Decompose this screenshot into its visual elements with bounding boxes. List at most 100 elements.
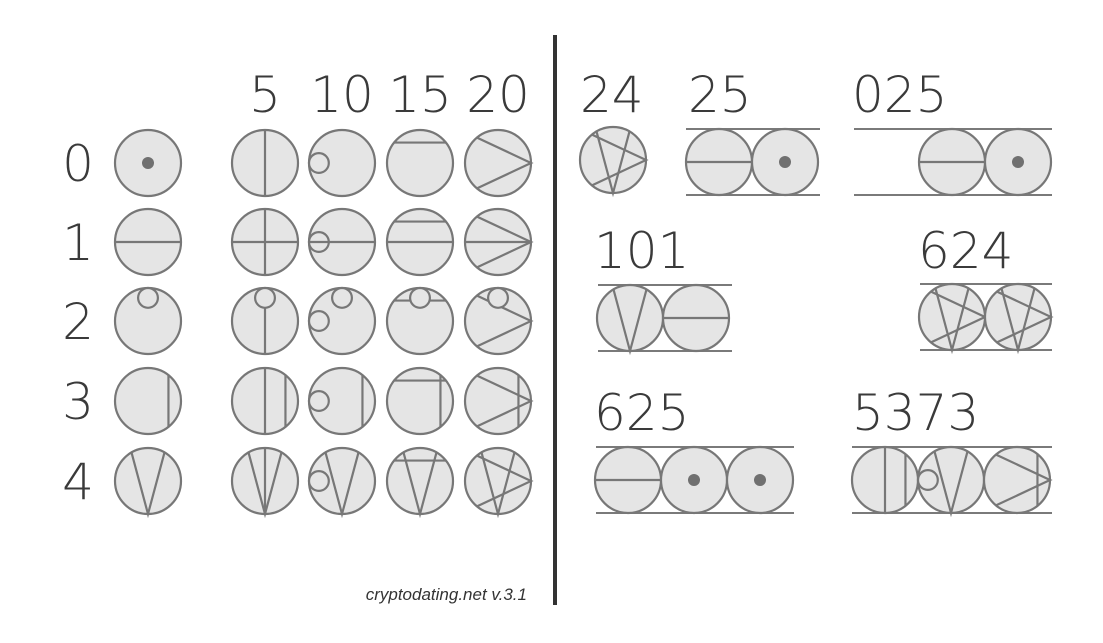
example-label: 101	[594, 222, 689, 280]
glyph-circle	[385, 366, 455, 436]
column-label: 15	[388, 66, 452, 124]
glyph	[983, 282, 1054, 355]
example-101: 101	[594, 222, 732, 356]
glyph	[385, 128, 455, 198]
glyph	[385, 286, 455, 356]
column-label: 5	[249, 66, 281, 124]
glyph-circle	[385, 446, 455, 516]
row-label: 0	[62, 135, 94, 193]
v-shape-mark	[612, 289, 648, 356]
glyph	[982, 445, 1053, 515]
glyph-circle	[463, 128, 533, 198]
example-label: 24	[580, 66, 644, 124]
example-25: 25	[684, 66, 820, 197]
v-shape-mark	[130, 452, 166, 519]
key-glyph-grid	[113, 128, 534, 519]
dot-mark	[1012, 156, 1024, 168]
glyph	[113, 286, 183, 356]
arrow-mark	[476, 454, 534, 508]
v-shape-mark	[247, 452, 283, 519]
glyph	[307, 366, 377, 436]
glyph	[113, 207, 183, 277]
glyph	[307, 446, 377, 519]
left-ring-mark	[916, 469, 939, 492]
v-shape-mark	[480, 452, 516, 519]
left-ring-mark	[307, 390, 330, 413]
dot-mark	[688, 474, 700, 486]
glyph	[463, 366, 534, 436]
glyph	[307, 286, 377, 356]
left-ring-mark	[307, 310, 330, 333]
glyph	[917, 127, 987, 197]
example-label: 625	[594, 384, 689, 442]
glyph	[113, 128, 183, 198]
column-label: 20	[466, 66, 530, 124]
glyph	[983, 127, 1053, 197]
glyph	[917, 282, 988, 355]
glyph	[230, 128, 300, 198]
glyph	[230, 446, 300, 519]
glyph-circle	[113, 446, 183, 516]
dot-mark	[779, 156, 791, 168]
glyph	[595, 283, 665, 356]
glyph	[230, 207, 300, 277]
top-ring-mark	[331, 286, 354, 309]
v-shape-mark	[595, 131, 631, 198]
v-shape-mark	[1000, 288, 1036, 355]
v-shape-mark	[324, 452, 360, 519]
glyph	[463, 207, 534, 277]
glyph-circle	[595, 283, 665, 353]
glyph	[661, 283, 731, 353]
top-ring-mark	[137, 286, 160, 309]
v-shape-mark	[934, 288, 970, 355]
dot-mark	[142, 157, 154, 169]
glyph	[850, 445, 920, 515]
arrow-mark	[476, 136, 534, 190]
arrow-mark	[476, 374, 534, 428]
glyph	[463, 286, 534, 356]
example-label: 025	[852, 66, 947, 124]
glyph	[385, 446, 455, 519]
glyph	[463, 128, 534, 198]
example-label: 25	[688, 66, 752, 124]
dot-mark	[754, 474, 766, 486]
glyph	[593, 445, 663, 515]
glyph	[113, 366, 183, 436]
example-label: 5373	[852, 384, 979, 442]
glyph	[750, 127, 820, 197]
v-shape-mark	[933, 451, 969, 518]
glyph-circle	[982, 445, 1052, 515]
glyph	[684, 127, 754, 197]
example-5373: 5373	[850, 384, 1053, 518]
glyph	[385, 207, 455, 277]
glyph-circle	[463, 366, 533, 436]
glyph-circle	[917, 282, 987, 352]
example-24: 24	[578, 66, 649, 198]
glyph	[916, 445, 986, 518]
top-ring-mark	[409, 286, 432, 309]
glyph	[307, 207, 377, 277]
top-ring-mark	[487, 286, 510, 309]
glyph	[463, 446, 534, 519]
arrow-mark	[996, 290, 1054, 344]
glyph	[578, 125, 649, 198]
top-ring-mark	[254, 286, 277, 309]
example-025: 025	[852, 66, 1053, 197]
row-label: 1	[62, 214, 94, 272]
column-label: 10	[310, 66, 374, 124]
glyph	[307, 128, 377, 198]
example-625: 625	[593, 384, 795, 515]
arrow-mark	[995, 453, 1053, 507]
glyph	[230, 366, 300, 436]
glyph-circle	[578, 125, 648, 195]
glyph-circle	[463, 446, 533, 516]
row-label: 4	[62, 453, 94, 511]
glyph	[385, 366, 455, 436]
glyph	[113, 446, 183, 519]
glyph	[725, 445, 795, 515]
footer-credit: cryptodating.net v.3.1	[366, 585, 527, 604]
glyph-circle	[983, 282, 1053, 352]
